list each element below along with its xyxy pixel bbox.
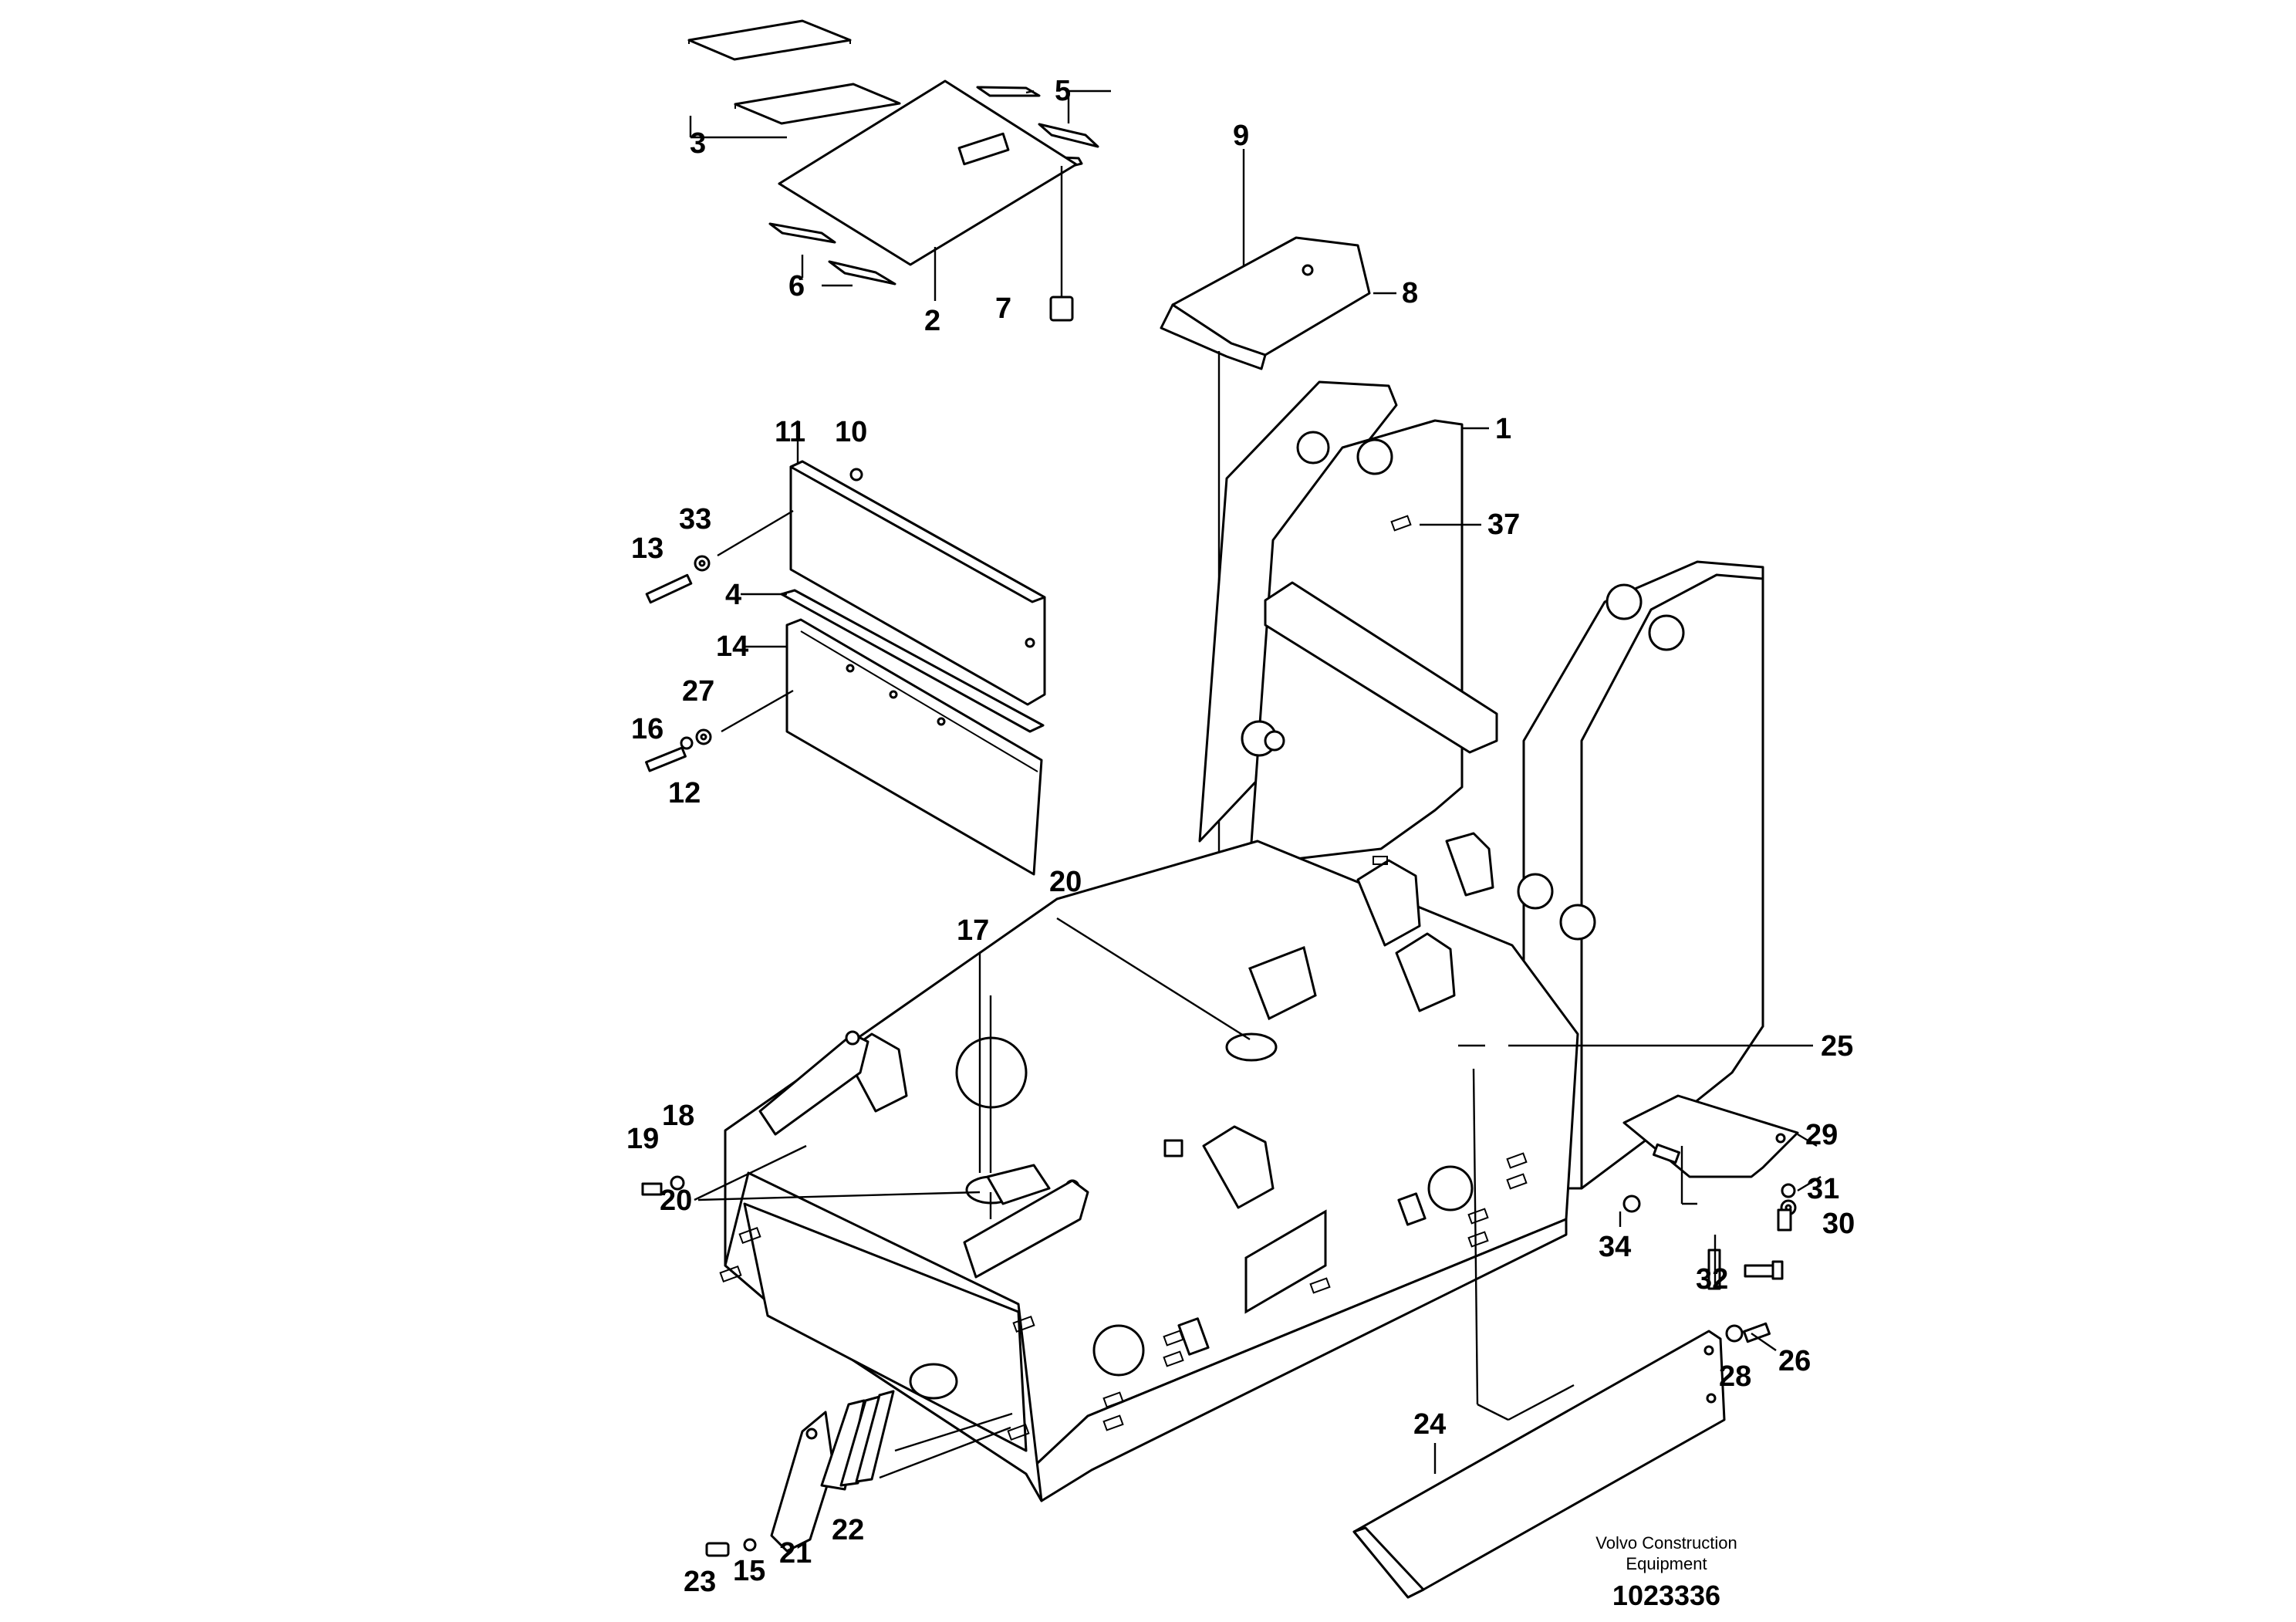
strip-5b bbox=[1038, 123, 1099, 148]
callout-20-lower: 20 bbox=[660, 1184, 692, 1217]
arm-right bbox=[963, 1179, 1089, 1279]
plate-slot bbox=[957, 132, 1010, 166]
callout-2: 2 bbox=[924, 305, 940, 337]
strip-5a bbox=[976, 86, 1041, 97]
studs bbox=[719, 515, 1528, 1441]
callout-16: 16 bbox=[631, 713, 663, 745]
callout-labels: 1 2 3 4 5 6 7 8 9 10 11 12 13 14 15 16 1… bbox=[626, 75, 1855, 1598]
panel-14 bbox=[785, 618, 1043, 876]
right-plates-group bbox=[1352, 1044, 1799, 1599]
cover-8-flange bbox=[1160, 303, 1267, 370]
main-frame bbox=[719, 380, 1764, 1502]
leader-lines bbox=[689, 90, 1822, 1474]
callout-8: 8 bbox=[1402, 277, 1418, 309]
bracket-top-2 bbox=[1395, 932, 1456, 1012]
callout-20-upper: 20 bbox=[1049, 866, 1082, 898]
callout-1: 1 bbox=[1495, 413, 1511, 445]
callout-25: 25 bbox=[1821, 1030, 1853, 1063]
callout-10: 10 bbox=[835, 416, 867, 448]
plate-22c bbox=[855, 1390, 895, 1483]
credit-line-2: Equipment bbox=[1626, 1554, 1707, 1573]
callout-33: 33 bbox=[679, 503, 711, 536]
callout-37: 37 bbox=[1487, 509, 1520, 541]
pedestal-20-upper bbox=[1225, 1032, 1278, 1062]
callout-23: 23 bbox=[684, 1566, 716, 1598]
callout-24: 24 bbox=[1413, 1408, 1446, 1441]
plate-22a bbox=[820, 1399, 866, 1491]
callout-17: 17 bbox=[957, 914, 989, 947]
callout-28: 28 bbox=[1719, 1360, 1751, 1393]
callout-30: 30 bbox=[1822, 1208, 1855, 1240]
callout-11: 11 bbox=[775, 416, 805, 448]
callout-29: 29 bbox=[1805, 1119, 1838, 1151]
callout-14: 14 bbox=[716, 630, 748, 663]
mat-3-upper bbox=[687, 19, 852, 61]
side-panels-group bbox=[717, 460, 1046, 876]
strip-6a bbox=[768, 222, 836, 244]
callout-3: 3 bbox=[690, 127, 706, 160]
callout-22: 22 bbox=[832, 1514, 864, 1546]
callout-31: 31 bbox=[1807, 1173, 1839, 1205]
spacer-7 bbox=[1049, 296, 1074, 322]
callout-34: 34 bbox=[1599, 1231, 1631, 1263]
callout-19: 19 bbox=[626, 1123, 659, 1155]
callout-9: 9 bbox=[1233, 120, 1249, 152]
frame-front-tunnel bbox=[743, 1202, 1028, 1452]
callout-15: 15 bbox=[733, 1555, 765, 1587]
callout-26: 26 bbox=[1778, 1345, 1811, 1377]
callout-18: 18 bbox=[662, 1100, 694, 1132]
callout-21: 21 bbox=[779, 1537, 812, 1570]
cross-beam bbox=[1264, 581, 1498, 754]
callout-5: 5 bbox=[1055, 75, 1071, 107]
credit-line-1: Volvo Construction bbox=[1595, 1533, 1737, 1553]
plate-24-edge bbox=[1352, 1526, 1425, 1599]
bracket-group-21-22 bbox=[770, 1390, 1013, 1553]
bar-4 bbox=[780, 589, 1045, 733]
floor-plate-2-top bbox=[778, 79, 1078, 266]
floor-plate-group bbox=[687, 19, 1099, 322]
bracket-right bbox=[1202, 1125, 1275, 1209]
mat-3-lower bbox=[734, 83, 901, 125]
arm-left bbox=[758, 1032, 869, 1136]
bracket-top-3 bbox=[1445, 832, 1494, 897]
callout-6: 6 bbox=[788, 270, 805, 302]
document-number: 1023336 bbox=[1612, 1580, 1720, 1611]
callout-13: 13 bbox=[631, 532, 663, 565]
strip-6b bbox=[828, 260, 896, 286]
panel-11-top bbox=[789, 460, 1046, 603]
callout-4: 4 bbox=[725, 579, 741, 611]
left-fasteners bbox=[641, 555, 757, 1557]
hook bbox=[909, 1363, 958, 1400]
callout-12: 12 bbox=[668, 777, 701, 809]
callout-7: 7 bbox=[995, 292, 1011, 325]
credit-block: Volvo Construction Equipment 1023336 bbox=[1595, 1533, 1737, 1611]
frame-body bbox=[724, 840, 1579, 1475]
callout-27: 27 bbox=[682, 675, 714, 708]
callout-32: 32 bbox=[1696, 1263, 1728, 1296]
